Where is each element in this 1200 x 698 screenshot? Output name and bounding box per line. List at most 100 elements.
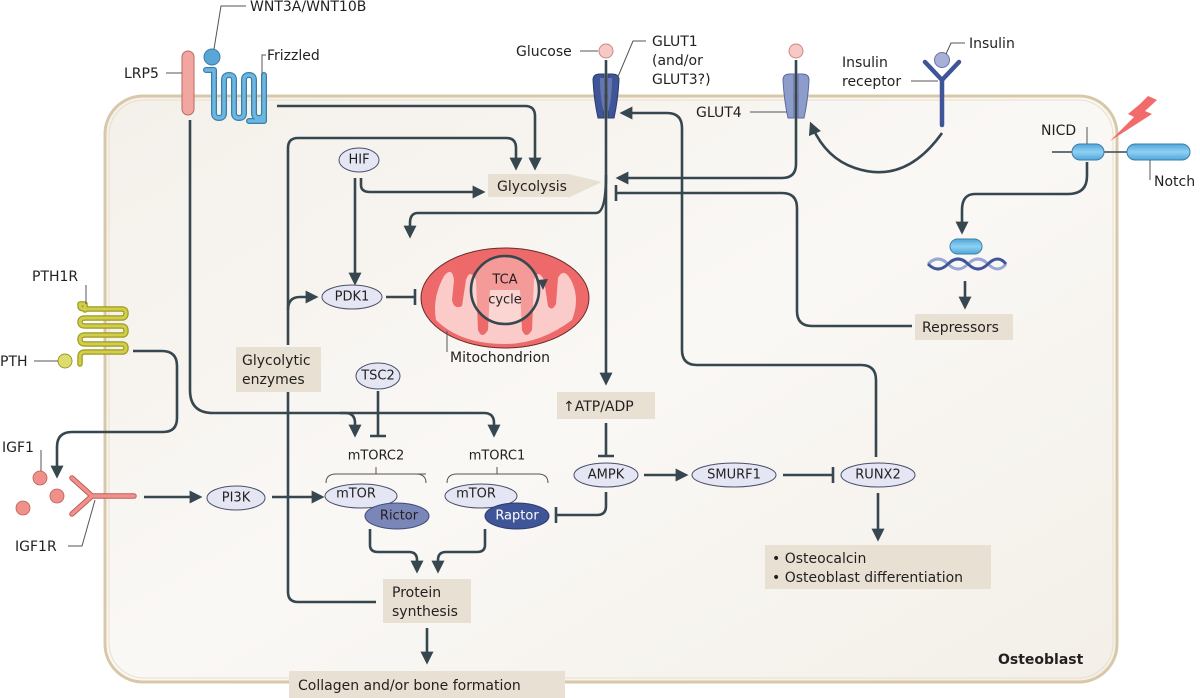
insulin-receptor-label-line1: Insulin <box>842 55 888 71</box>
wnt-label: WNT3A/WNT10B <box>250 0 366 15</box>
glycolytic-enzymes-box: Glycolytic enzymes <box>236 347 321 392</box>
igf1-label: IGF1 <box>2 440 34 456</box>
frizzled-label: Frizzled <box>267 48 320 64</box>
pth-label: PTH <box>0 354 28 370</box>
tca-label-line1: TCA <box>491 273 517 288</box>
mtorc2-bracket <box>325 467 427 484</box>
pdk1-inhibits-mitochondrion <box>386 289 417 305</box>
mitochondrion-label: Mitochondrion <box>450 350 550 366</box>
lrp5-to-mtorc1-arrow <box>340 411 501 438</box>
dna-helix-icon <box>926 238 1008 271</box>
ampk-node: AMPK <box>573 462 639 488</box>
glycolytic-to-protein-line <box>286 392 376 604</box>
pi3k-node: PI3K <box>206 485 266 511</box>
glut1-label-line3: GLUT3?) <box>652 72 711 88</box>
runx2-node: RUNX2 <box>840 462 916 488</box>
mtorc1-complex: mTOR Raptor <box>444 483 550 530</box>
frizzled-to-glycolysis-arrow <box>277 104 542 171</box>
pdk1-label: PDK1 <box>335 290 370 305</box>
lrp5-label: LRP5 <box>124 66 159 82</box>
lrp5-to-mtorc-arrows <box>188 120 362 438</box>
mitochondrion <box>420 247 590 352</box>
glut4-transporter <box>750 73 810 119</box>
smurf1-label: SMURF1 <box>707 468 761 483</box>
wnt-ligand <box>203 5 246 66</box>
igf1r-receptor <box>68 475 137 547</box>
smurf1-node: SMURF1 <box>691 462 777 488</box>
tsc2-label: TSC2 <box>360 369 395 384</box>
repressors-inhibit-glycolysis <box>614 185 912 328</box>
pth1r-to-igf1-arrow <box>50 349 179 479</box>
protein-label-line1: Protein <box>392 585 441 601</box>
glut4-to-glycolysis-arrow <box>615 60 798 185</box>
insulin-label: Insulin <box>969 36 1015 52</box>
ampk-label: AMPK <box>588 468 625 483</box>
mtor-label-2: mTOR <box>336 487 376 502</box>
collagen-label: Collagen and/or bone formation <box>298 678 521 694</box>
glycolytic-to-pdk1-arrow <box>286 290 319 311</box>
glycolysis-box: Glycolysis <box>488 174 602 198</box>
glucose-molecule-2 <box>788 43 804 59</box>
mtorc1-label: mTORC1 <box>469 449 526 464</box>
mtorc1-bracket <box>446 467 549 484</box>
runx2-label: RUNX2 <box>855 468 900 483</box>
rictor-label: Rictor <box>380 509 419 524</box>
raptor-to-protein-arrow <box>431 529 487 574</box>
glucose-label: Glucose <box>516 44 572 60</box>
igf1-molecules <box>15 450 65 516</box>
hif-to-glycolysis-arrow <box>359 178 486 199</box>
hif-node: HIF <box>338 147 380 173</box>
glycolytic-label-line1: Glycolytic <box>242 353 311 369</box>
atp-adp-label: ↑ATP/ADP <box>563 399 634 415</box>
pth1r-label: PTH1R <box>32 269 78 285</box>
insulin-receptor <box>911 42 965 128</box>
lightning-icon <box>1110 96 1157 141</box>
nicd-to-dna-arrow <box>955 162 1089 235</box>
repressors-label: Repressors <box>922 320 999 336</box>
raptor-label: Raptor <box>495 509 539 524</box>
glut1-transporter <box>592 40 646 119</box>
repressors-box: Repressors <box>915 314 1013 340</box>
nicd-label: NICD <box>1041 123 1076 139</box>
glut1-label-line2: (and/or <box>652 53 703 69</box>
mtorc2-complex: mTOR Rictor <box>324 483 430 530</box>
pth1r-receptor <box>34 285 129 369</box>
protein-synthesis-box: Protein synthesis <box>383 579 471 623</box>
pathway-lines <box>50 60 1089 665</box>
smurf1-inhibits-runx2 <box>783 467 835 483</box>
protein-label-line2: synthesis <box>392 604 458 620</box>
rictor-to-protein-arrow <box>368 529 424 574</box>
cell-label: Osteoblast <box>998 652 1084 668</box>
tca-label-line2: cycle <box>488 293 522 308</box>
notch-domain <box>1126 143 1191 161</box>
glycolytic-label-line2: enzymes <box>242 372 305 388</box>
osteocalcin-box: • Osteocalcin • Osteoblast differentiati… <box>765 545 991 589</box>
ampk-inhibits-raptor <box>554 492 608 523</box>
runx2-to-glut1-arrow <box>619 106 878 457</box>
osteoblast-differentiation-item: • Osteoblast differentiation <box>772 570 963 586</box>
glut4-label: GLUT4 <box>696 105 742 121</box>
notch-receptor <box>1052 127 1191 180</box>
notch-label: Notch <box>1154 174 1195 190</box>
tsc2-node: TSC2 <box>355 362 401 390</box>
insulin-receptor-label-line2: receptor <box>842 74 901 90</box>
glucose-to-mitochondrion-arrow <box>403 174 608 239</box>
igf1r-label: IGF1R <box>15 539 57 555</box>
pdk1-node: PDK1 <box>321 284 383 310</box>
tsc2-inhibits-mtorc2 <box>370 391 386 438</box>
pi3k-label: PI3K <box>222 491 251 506</box>
glycolysis-label: Glycolysis <box>497 179 567 195</box>
mtor-label-1: mTOR <box>456 487 496 502</box>
osteocalcin-item: • Osteocalcin <box>772 551 866 567</box>
nicd-domain <box>1071 143 1105 161</box>
frizzled-receptor <box>203 54 267 124</box>
glut1-label-line1: GLUT1 <box>652 34 698 50</box>
hif-label: HIF <box>348 153 369 168</box>
insulin-receptor-to-glut4-arrow <box>808 121 944 174</box>
collagen-box: Collagen and/or bone formation <box>289 671 565 698</box>
atp-adp-box: ↑ATP/ADP <box>557 392 655 419</box>
lrp5-receptor <box>166 50 195 116</box>
glycolytic-loop-arrow <box>286 136 523 345</box>
mtorc2-label: mTORC2 <box>348 449 405 464</box>
